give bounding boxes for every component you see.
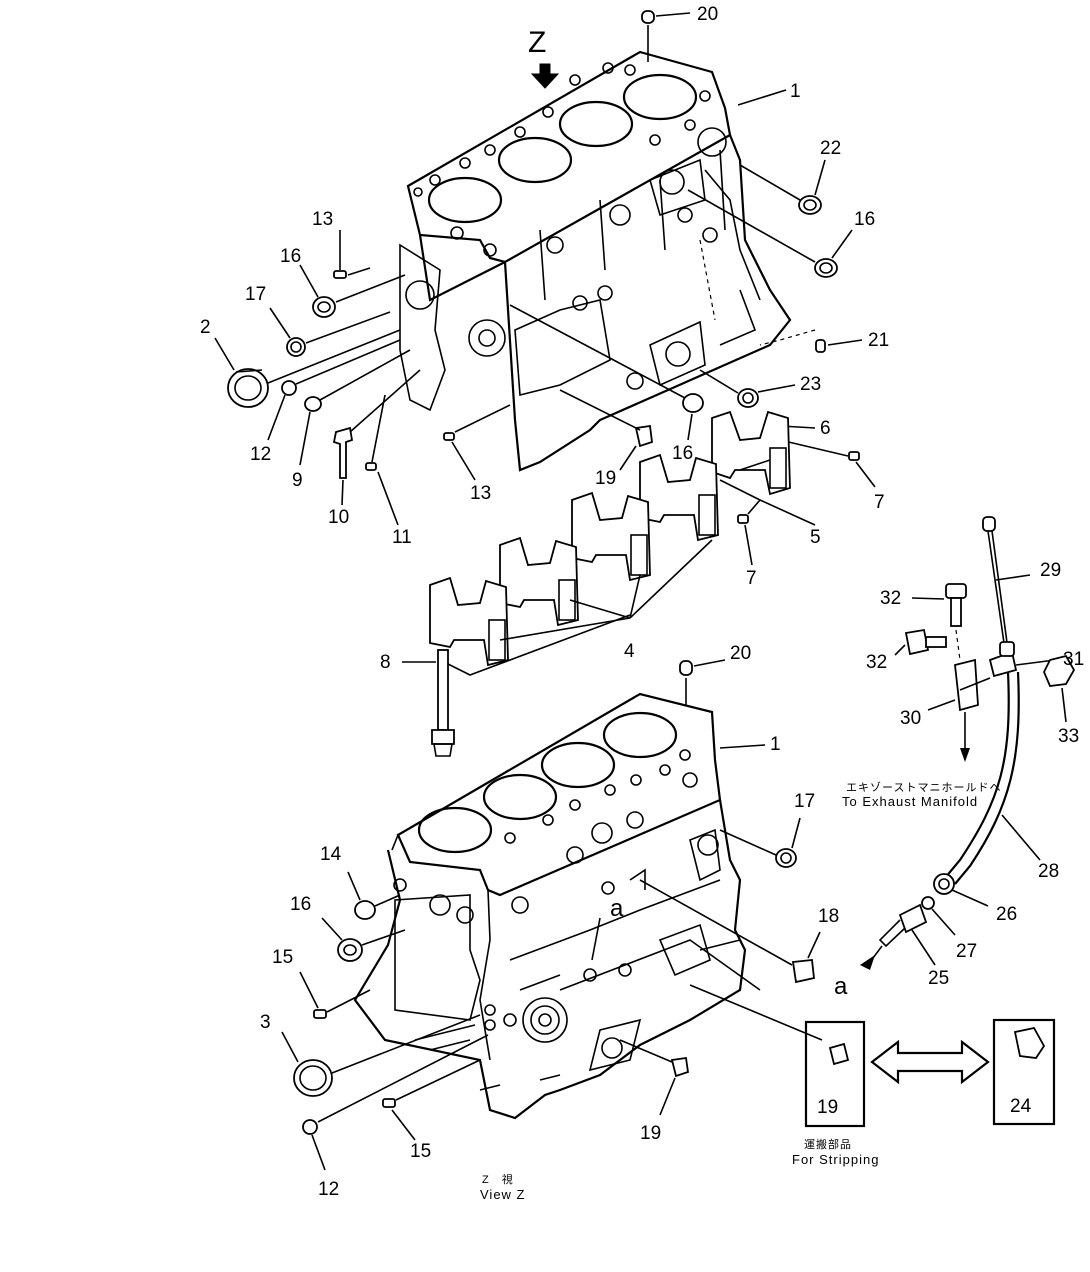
callout-16-left: 16: [280, 246, 301, 267]
callout-7-low: 7: [746, 568, 757, 589]
box-part-24: [992, 1018, 1056, 1126]
callout-17-bot: 17: [794, 791, 815, 812]
callout-16-mid: 16: [672, 443, 693, 464]
callout-1-bot: 1: [770, 734, 781, 755]
callout-33: 33: [1058, 726, 1079, 747]
callout-15-left: 15: [272, 947, 293, 968]
callout-19-box: 19: [817, 1097, 838, 1118]
box-part-19: [804, 1020, 866, 1128]
callout-9: 9: [292, 470, 303, 491]
dipstick-assembly: [860, 516, 1076, 970]
callout-19-bot: 19: [640, 1123, 661, 1144]
view-z-arrow: Z: [528, 26, 560, 89]
bearing-caps: [429, 410, 816, 676]
callout-10: 10: [328, 507, 349, 528]
callout-29: 29: [1040, 560, 1061, 581]
callout-2: 2: [200, 317, 211, 338]
callout-20-bot: 20: [730, 643, 751, 664]
callout-7-right: 7: [874, 492, 885, 513]
callout-32-low: 32: [866, 652, 887, 673]
notes: エキゾーストマニホールドへ To Exhaust Manifold 運搬部品 F…: [480, 781, 1001, 1202]
callout-27: 27: [956, 941, 977, 962]
callout-1-top: 1: [790, 81, 801, 102]
stripping-note-en: For Stripping: [792, 1152, 879, 1167]
ref-a-sensor: a: [834, 973, 848, 1000]
bolt-8: [402, 649, 455, 757]
callout-22: 22: [820, 138, 841, 159]
callout-6: 6: [820, 418, 831, 439]
exhaust-note-jp: エキゾーストマニホールドへ: [846, 781, 1001, 794]
exhaust-note-en: To Exhaust Manifold: [842, 794, 978, 809]
callout-13-low: 13: [470, 483, 491, 504]
callout-16-bot: 16: [290, 894, 311, 915]
bearing-cap-4a: [639, 453, 719, 542]
callout-31: 31: [1063, 649, 1084, 670]
bearing-cap-5: [711, 410, 791, 496]
callout-21: 21: [868, 330, 889, 351]
bearing-cap-4c: [499, 536, 579, 627]
callout-15-low: 15: [410, 1141, 431, 1162]
parts-top: [214, 10, 876, 566]
callout-11: 11: [392, 527, 412, 548]
callout-3: 3: [260, 1012, 271, 1033]
callout-32-top: 32: [880, 588, 901, 609]
callout-labels: 20 1 22 16 13 16 17 2 21 23 6 12 9 19 16…: [200, 4, 1084, 1200]
cylinder-block-bottom: [353, 692, 761, 1120]
view-z-letter: Z: [528, 26, 546, 59]
cylinder-block-top: [399, 50, 792, 472]
parts-bottom: [281, 659, 823, 1171]
callout-13-top: 13: [312, 209, 333, 230]
callout-14: 14: [320, 844, 342, 865]
callout-5: 5: [810, 527, 821, 548]
callout-17-top: 17: [245, 284, 266, 305]
callout-4: 4: [624, 641, 635, 662]
callout-26: 26: [996, 904, 1017, 925]
stripping-boxes: [804, 1018, 1056, 1128]
callout-30: 30: [900, 708, 921, 729]
callout-8: 8: [380, 652, 391, 673]
callout-28: 28: [1038, 861, 1059, 882]
callout-12-bot: 12: [318, 1179, 339, 1200]
callout-23: 23: [800, 374, 821, 395]
callout-25: 25: [928, 968, 949, 989]
callout-20-top: 20: [697, 4, 718, 25]
callout-24: 24: [1010, 1096, 1032, 1117]
callout-18: 18: [818, 906, 839, 927]
stripping-note-jp: 運搬部品: [804, 1137, 852, 1151]
view-note-en: View Z: [480, 1187, 526, 1202]
callout-19-top: 19: [595, 468, 616, 489]
interchangeable-arrow: [870, 1039, 990, 1085]
view-note-jp: Z 視: [482, 1172, 514, 1186]
callout-12-top: 12: [250, 444, 271, 465]
ref-a-block: a: [610, 895, 624, 922]
callout-16-right: 16: [854, 209, 875, 230]
bearing-cap-4b: [571, 491, 651, 582]
